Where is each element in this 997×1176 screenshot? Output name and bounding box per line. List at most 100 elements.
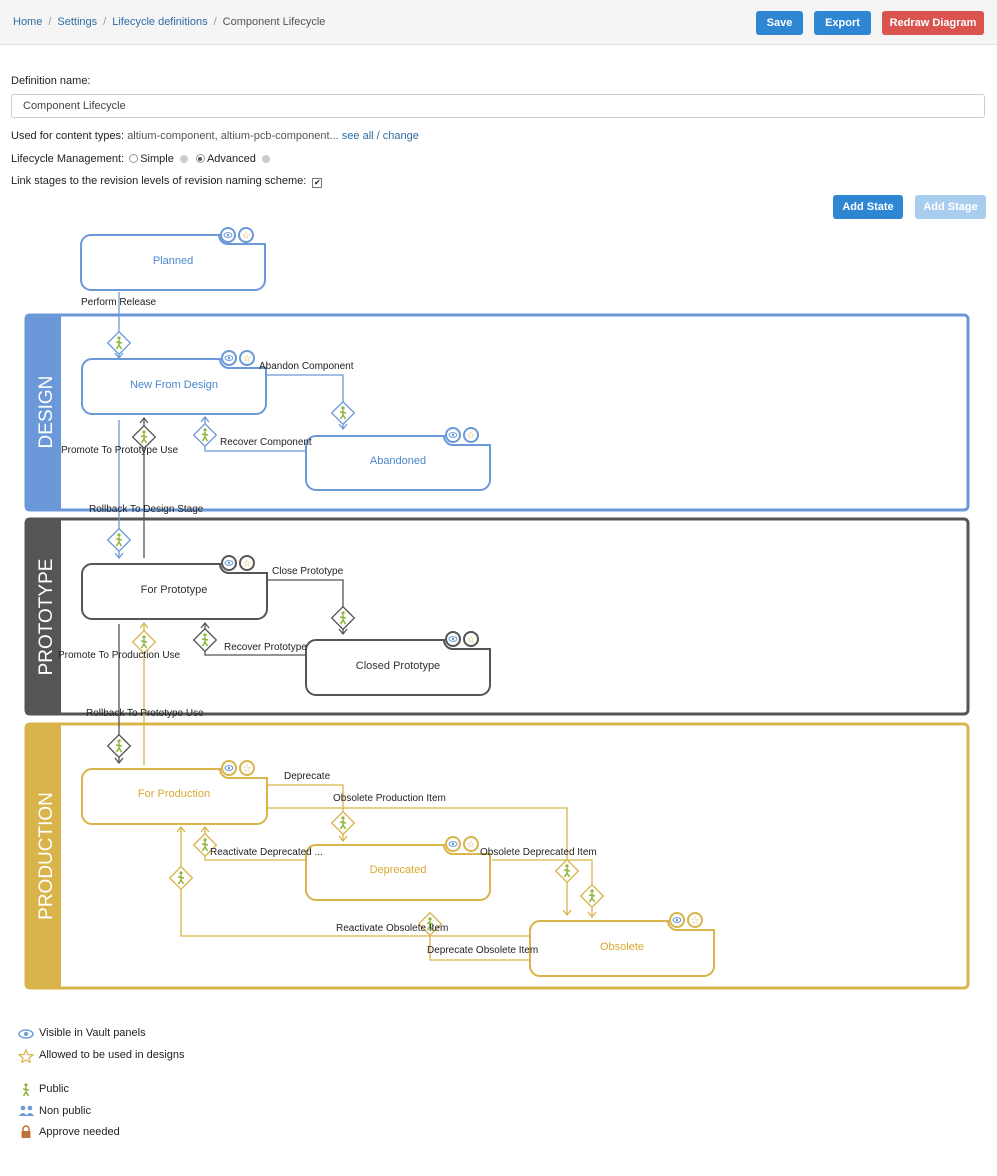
state-for-prototype-label: For Prototype <box>141 584 208 596</box>
state-closed-prototype-label: Closed Prototype <box>356 660 440 672</box>
transition-reactivate-obsolete-item[interactable]: Reactivate Obsolete Item <box>336 923 448 934</box>
public-icon[interactable] <box>131 424 157 450</box>
breadcrumb-settings[interactable]: Settings <box>57 16 98 28</box>
transition-abandon-component[interactable]: Abandon Component <box>259 361 354 372</box>
transition-rollback-to-design[interactable]: Rollback To Design Stage <box>89 504 204 515</box>
link-separator: / <box>373 130 383 142</box>
eye-icon <box>221 350 237 366</box>
svg-text:☆: ☆ <box>243 764 252 775</box>
transition-markers <box>106 330 605 937</box>
transition-obsolete-production-item[interactable]: Obsolete Production Item <box>333 793 446 804</box>
star-icon: ☆ <box>239 350 255 366</box>
export-button[interactable]: Export <box>814 11 871 35</box>
transition-obsolete-deprecated-item[interactable]: Obsolete Deprecated Item <box>480 847 597 858</box>
state-for-production-label: For Production <box>138 788 210 800</box>
transition-reactivate-deprecated[interactable]: Reactivate Deprecated ... <box>210 847 323 858</box>
public-icon[interactable] <box>417 911 443 937</box>
svg-text:☆: ☆ <box>242 231 251 242</box>
legend-visible-label: Visible in Vault panels <box>39 1027 146 1039</box>
star-icon <box>18 1049 34 1063</box>
public-icon[interactable] <box>131 629 157 655</box>
svg-text:☆: ☆ <box>691 916 700 927</box>
transition-recover-component[interactable]: Recover Component <box>220 437 312 448</box>
help-icon[interactable] <box>261 155 270 163</box>
redraw-diagram-button[interactable]: Redraw Diagram <box>882 11 984 35</box>
state-for-prototype[interactable]: For Prototype ☆ <box>81 555 268 620</box>
public-icon[interactable] <box>330 400 356 426</box>
eye-icon <box>445 836 461 852</box>
stage-production: PRODUCTION <box>24 722 970 990</box>
public-icon[interactable] <box>330 810 356 836</box>
public-icon[interactable] <box>192 832 218 858</box>
public-icon[interactable] <box>168 865 194 891</box>
eye-icon <box>220 227 236 243</box>
advanced-label: Advanced <box>206 153 256 165</box>
simple-label: Simple <box>140 153 174 165</box>
star-icon: ☆ <box>239 555 255 571</box>
svg-text:☆: ☆ <box>243 354 252 365</box>
transition-deprecate-obsolete-item[interactable]: Deprecate Obsolete Item <box>427 945 538 956</box>
star-icon: ☆ <box>687 912 703 928</box>
change-link[interactable]: change <box>382 130 419 142</box>
content-types-label: Used for content types: <box>11 130 125 142</box>
transition-deprecate[interactable]: Deprecate <box>284 771 331 782</box>
breadcrumb-home[interactable]: Home <box>13 16 43 28</box>
state-planned[interactable]: Planned ☆ <box>79 227 266 291</box>
stage-prototype-label: PROTOTYPE <box>36 559 57 676</box>
transition-promote-to-prototype[interactable]: Promote To Prototype Use <box>61 445 179 456</box>
svg-text:☆: ☆ <box>467 635 476 646</box>
public-icon[interactable] <box>192 627 218 653</box>
transition-perform-release[interactable]: Perform Release <box>81 297 156 308</box>
see-all-link[interactable]: see all <box>341 130 374 142</box>
transition-rollback-to-prototype[interactable]: Rollback To Prototype Use <box>86 708 204 719</box>
star-icon: ☆ <box>463 427 479 443</box>
public-icon[interactable] <box>192 422 218 448</box>
public-icon[interactable] <box>106 527 132 553</box>
content-types-value: altium-component, altium-pcb-component..… <box>127 130 339 142</box>
star-icon: ☆ <box>463 836 479 852</box>
stage-design-label: DESIGN <box>36 376 57 449</box>
svg-text:☆: ☆ <box>467 431 476 442</box>
public-icon[interactable] <box>106 733 132 759</box>
breadcrumb-lifecycle-definitions[interactable]: Lifecycle definitions <box>112 16 208 28</box>
help-icon[interactable] <box>179 155 188 163</box>
state-obsolete-label: Obsolete <box>600 941 644 953</box>
public-icon[interactable] <box>106 330 132 356</box>
transition-promote-to-production[interactable]: Promote To Production Use <box>58 650 181 661</box>
public-icon[interactable] <box>330 605 356 631</box>
star-icon: ☆ <box>238 227 254 243</box>
svg-text:☆: ☆ <box>243 559 252 570</box>
star-icon: ☆ <box>463 631 479 647</box>
state-deprecated[interactable]: Deprecated ☆ <box>305 836 491 901</box>
definition-name-label: Definition name: <box>11 75 91 87</box>
add-stage-button: Add Stage <box>915 195 986 219</box>
lock-icon <box>21 1125 31 1138</box>
advanced-radio[interactable] <box>195 154 205 163</box>
top-bar: Home/Settings/Lifecycle definitions/Comp… <box>0 0 997 45</box>
simple-radio[interactable] <box>129 154 139 163</box>
legend-non-public-label: Non public <box>39 1105 91 1117</box>
transition-recover-prototype[interactable]: Recover Prototype <box>224 642 307 653</box>
public-icon[interactable] <box>579 883 605 909</box>
link-stages-label: Link stages to the revision levels of re… <box>11 175 307 187</box>
group-icon <box>19 1105 34 1116</box>
link-stages-checkbox[interactable]: ✔ <box>312 178 323 188</box>
add-state-button[interactable]: Add State <box>833 195 903 219</box>
star-icon: ☆ <box>239 760 255 776</box>
state-abandoned-label: Abandoned <box>370 455 426 467</box>
state-obsolete[interactable]: Obsolete ☆ <box>529 912 715 977</box>
transition-close-prototype[interactable]: Close Prototype <box>272 566 344 577</box>
legend-approve-label: Approve needed <box>39 1126 120 1138</box>
eye-icon <box>445 427 461 443</box>
definition-name-input[interactable]: Component Lifecycle <box>11 94 985 118</box>
breadcrumb: Home/Settings/Lifecycle definitions/Comp… <box>13 16 325 28</box>
state-for-production[interactable]: For Production ☆ <box>81 760 268 825</box>
state-abandoned[interactable]: Abandoned ☆ <box>305 427 491 491</box>
state-new-from-design-label: New From Design <box>130 379 218 391</box>
state-new-from-design[interactable]: New From Design ☆ <box>81 350 267 415</box>
save-button[interactable]: Save <box>756 11 803 35</box>
eye-icon <box>221 760 237 776</box>
public-icon[interactable] <box>554 858 580 884</box>
breadcrumb-separator: / <box>213 16 217 28</box>
state-closed-prototype[interactable]: Closed Prototype ☆ <box>305 631 491 696</box>
